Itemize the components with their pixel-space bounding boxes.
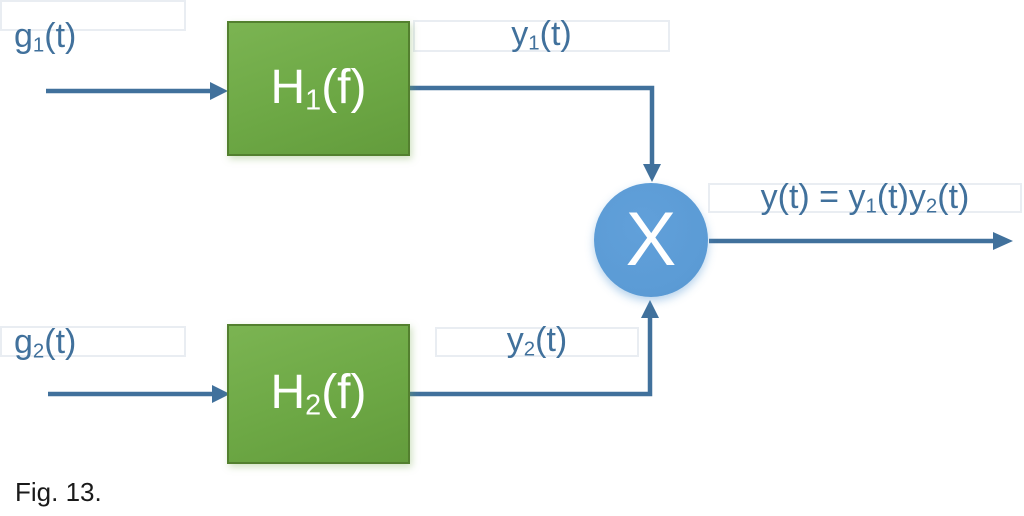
filter1-to-multiplier-line [410, 85, 655, 166]
multiplier-symbol: X [625, 197, 677, 282]
input2-label-box [0, 326, 186, 357]
filter1-block: H1(f) [227, 21, 410, 156]
output2-label: y2(t) [506, 321, 568, 361]
input2-label: g2(t) [14, 323, 77, 363]
input1-label-box [0, 0, 186, 31]
result-label: y(t) = y1(t)y2(t) [760, 178, 970, 218]
input1-label: g1(t) [14, 17, 77, 57]
input2-arrowhead [212, 385, 230, 403]
filter2-to-multiplier-arrowhead [641, 300, 659, 318]
filter1-to-multiplier-arrowhead [643, 164, 661, 182]
figure-caption: Fig. 13. [15, 477, 102, 507]
output1-label: y1(t) [511, 15, 572, 55]
output1-label-box [413, 20, 670, 52]
result-arrowhead [993, 232, 1013, 250]
output2-label-box [435, 327, 639, 357]
multiplier-node: X [594, 183, 708, 297]
filter2-to-multiplier-line [410, 316, 653, 397]
input1-arrowhead [210, 82, 228, 100]
result-label-box [708, 183, 1022, 213]
filter1-label: H1(f) [270, 60, 367, 117]
filter2-label: H2(f) [270, 366, 367, 422]
filter2-block: H2(f) [227, 324, 410, 464]
